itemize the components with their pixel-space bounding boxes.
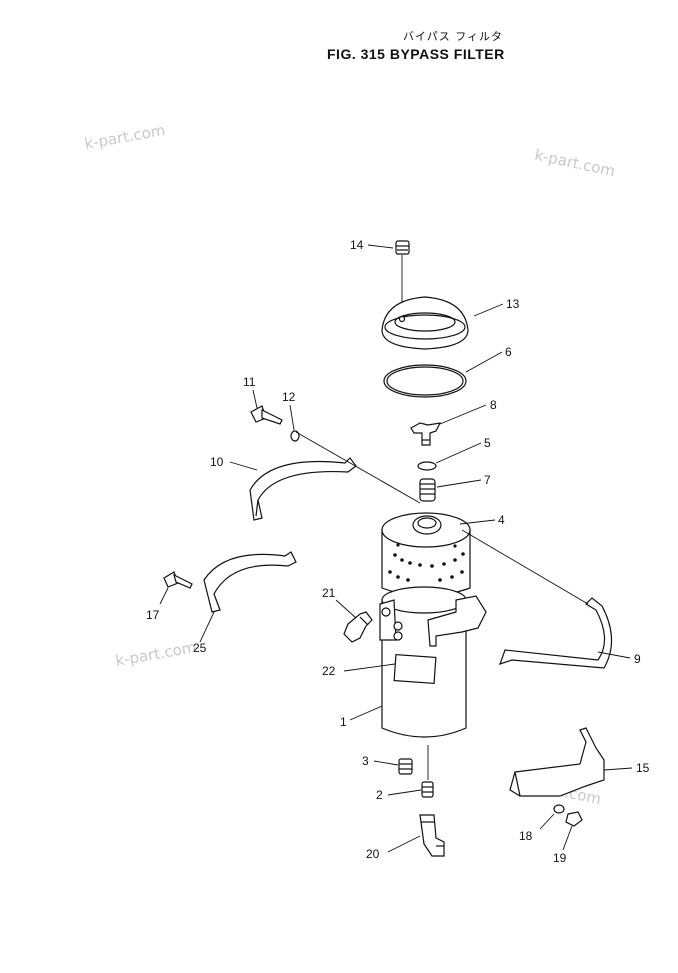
callout-labels: 14 13 6 8 11 12 5 10 7 4 17 25 21 9 22 1… <box>146 238 650 865</box>
callout-7: 7 <box>484 473 491 487</box>
callout-19: 19 <box>553 851 567 865</box>
callout-8: 8 <box>490 398 497 412</box>
callout-9: 9 <box>634 652 641 666</box>
part-washer-lower <box>553 804 565 814</box>
callout-15: 15 <box>636 761 650 775</box>
part-bracket <box>509 727 605 797</box>
callout-17: 17 <box>146 608 160 622</box>
part-valve <box>410 422 442 446</box>
callout-14: 14 <box>350 238 364 252</box>
callout-12: 12 <box>282 390 296 404</box>
part-bolt-upper <box>250 405 283 425</box>
callout-2: 2 <box>376 788 383 802</box>
callout-11: 11 <box>243 375 256 389</box>
part-elbow-upper <box>343 611 373 643</box>
callout-13: 13 <box>506 297 520 311</box>
callout-18: 18 <box>519 829 533 843</box>
callout-4: 4 <box>498 513 505 527</box>
callout-21: 21 <box>322 586 336 600</box>
part-o-ring-small <box>417 461 437 471</box>
callout-10: 10 <box>210 455 224 469</box>
part-washer-upper <box>290 430 300 442</box>
callout-6: 6 <box>505 345 512 359</box>
part-elbow-lower <box>419 814 445 857</box>
part-housing <box>379 586 487 738</box>
part-nut <box>565 811 583 827</box>
callout-22: 22 <box>322 664 336 678</box>
part-o-ring-large <box>383 364 467 398</box>
part-plug <box>395 240 410 255</box>
callout-1: 1 <box>340 715 347 729</box>
part-spring <box>419 478 436 502</box>
callout-25: 25 <box>193 641 207 655</box>
part-element <box>381 512 471 597</box>
part-band-lower <box>203 551 297 613</box>
figure-title: FIG. 315 BYPASS FILTER <box>327 46 505 62</box>
title-japanese: バイパス フィルタ <box>403 30 504 43</box>
assembly-line <box>295 431 421 504</box>
callout-leaders <box>159 244 633 853</box>
part-nipple <box>398 758 413 775</box>
part-bolt-lower <box>163 571 193 589</box>
part-nipple-lower <box>421 781 434 798</box>
callout-3: 3 <box>362 754 369 768</box>
part-o-ring-large-inner <box>386 366 464 396</box>
callout-20: 20 <box>366 847 380 861</box>
assembly-line <box>461 529 589 605</box>
part-band-right <box>499 597 613 669</box>
callout-5: 5 <box>484 436 491 450</box>
part-band-upper <box>249 457 357 521</box>
part-cover <box>381 296 469 350</box>
